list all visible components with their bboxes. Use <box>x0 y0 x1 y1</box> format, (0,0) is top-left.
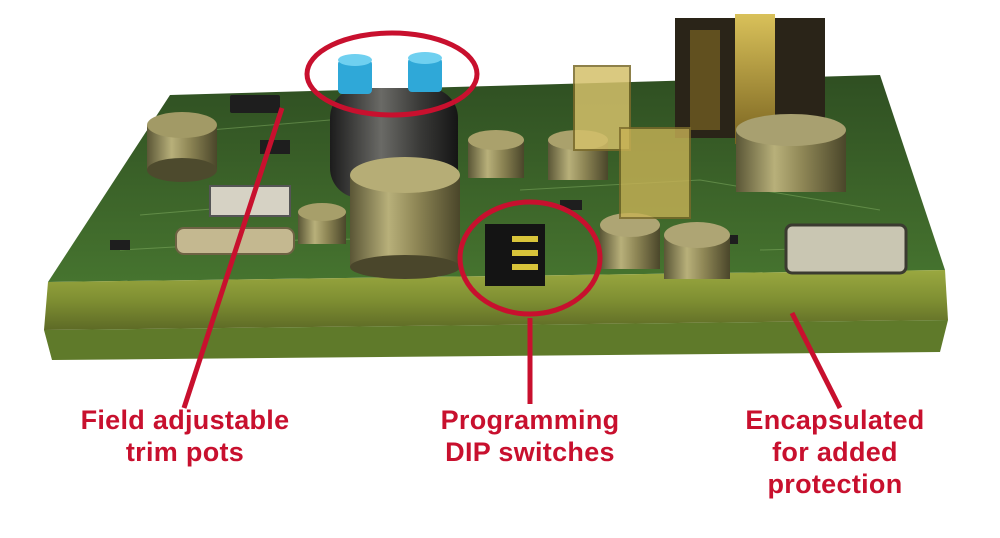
pcb-encapsulated-edge <box>44 270 948 330</box>
trim-pots-label-line-1: Field adjustable <box>80 405 290 435</box>
capacitor-small <box>298 203 346 244</box>
trim-pots-label: Field adjustable trim pots <box>40 404 330 468</box>
header-connector <box>573 65 691 219</box>
trim-pot-left <box>338 54 372 94</box>
encapsulated-label-line-1: Encapsulated <box>745 405 925 435</box>
dip-switches-label: Programming DIP switches <box>395 404 665 468</box>
pcb-base-layer <box>44 320 948 360</box>
dip-switches-label-line-2: DIP switches <box>445 437 615 467</box>
capacitor-pair <box>600 213 730 279</box>
trim-pots-label-line-2: trim pots <box>125 437 245 467</box>
callout-dip-switches <box>457 199 603 404</box>
encapsulated-label-line-3: protection <box>767 469 903 499</box>
surface-mount-module <box>784 223 908 275</box>
dip-switch <box>485 224 545 286</box>
encapsulated-label: Encapsulated for added protection <box>720 404 950 500</box>
encapsulated-label-line-2: for added <box>772 437 898 467</box>
capacitor-large <box>350 157 460 279</box>
capacitor-right <box>736 114 846 192</box>
callout-trim-pots <box>181 30 480 409</box>
dip-switches-label-line-1: Programming <box>440 405 620 435</box>
trim-pot-right <box>408 52 442 92</box>
capacitor-left <box>147 112 217 182</box>
callout-encapsulation <box>789 311 843 410</box>
